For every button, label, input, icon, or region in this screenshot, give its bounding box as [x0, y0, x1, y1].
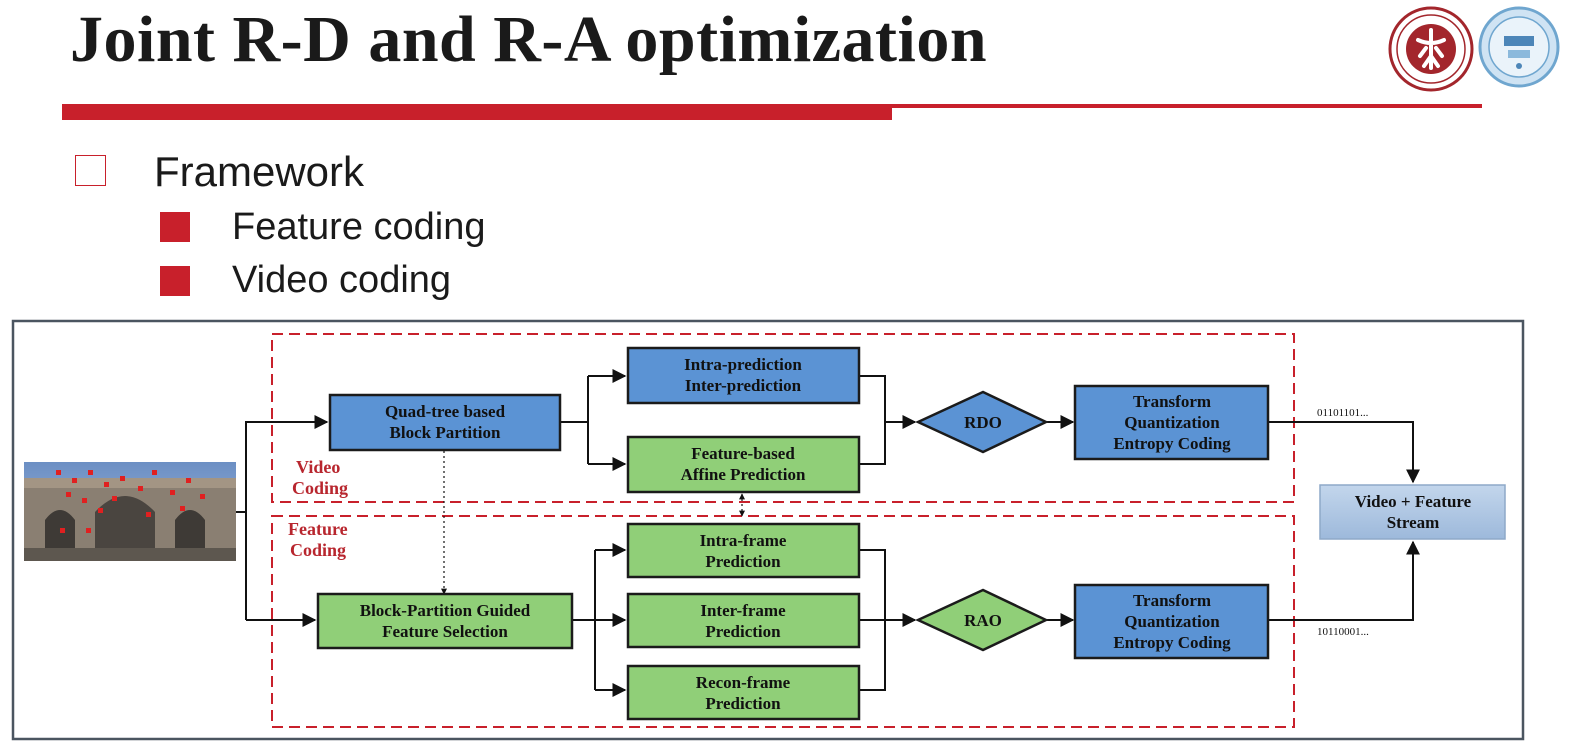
feature-bitstream-label: 10110001... [1317, 626, 1369, 638]
intra-inter-prediction-box: Intra-prediction Inter-prediction [626, 346, 861, 405]
svg-text:Block Partition: Block Partition [390, 423, 502, 442]
feature-transform-box: Transform Quantization Entropy Coding [1073, 583, 1270, 660]
svg-text:Inter-prediction: Inter-prediction [685, 376, 802, 395]
svg-text:Entropy Coding: Entropy Coding [1113, 434, 1231, 453]
video-coding-bullet-icon [160, 266, 190, 296]
svg-text:Entropy Coding: Entropy Coding [1113, 633, 1231, 652]
rao-decision: RAO [915, 588, 1049, 652]
quad-tree-partition-box: Quad-tree based Block Partition [328, 393, 562, 452]
svg-text:Intra-frame: Intra-frame [700, 531, 787, 550]
svg-text:Feature Selection: Feature Selection [382, 622, 508, 641]
slide-title: Joint R-D and R-A optimization [70, 3, 988, 76]
svg-text:Feature-based: Feature-based [691, 444, 795, 463]
recon-frame-prediction-box: Recon-frame Prediction [626, 664, 861, 721]
rdo-decision: RDO [915, 390, 1049, 454]
video-coding-label: Video [296, 457, 340, 477]
laboratory-seal-icon [1478, 6, 1560, 88]
svg-text:RAO: RAO [964, 611, 1002, 630]
svg-text:Intra-prediction: Intra-prediction [684, 355, 802, 374]
video-coding-label-2: Coding [292, 478, 348, 498]
bullet-video-coding: Video coding [232, 259, 452, 301]
svg-text:Prediction: Prediction [705, 552, 781, 571]
svg-text:Prediction: Prediction [705, 622, 781, 641]
feature-affine-prediction-box: Feature-based Affine Prediction [626, 435, 861, 494]
svg-text:Quantization: Quantization [1124, 413, 1220, 432]
svg-text:Stream: Stream [1387, 513, 1440, 532]
block-partition-feature-selection-box: Block-Partition Guided Feature Selection [316, 592, 574, 650]
video-bitstream-label: 01101101... [1317, 407, 1369, 419]
university-seal-icon [1388, 6, 1474, 92]
svg-text:RDO: RDO [964, 413, 1002, 432]
video-feature-stream-box: Video + Feature Stream [1319, 484, 1506, 540]
svg-text:Transform: Transform [1133, 392, 1211, 411]
input-frame-image [24, 462, 236, 561]
video-transform-box: Transform Quantization Entropy Coding [1073, 384, 1270, 461]
intra-frame-prediction-box: Intra-frame Prediction [626, 522, 861, 579]
bullet-framework: Framework [154, 148, 365, 195]
svg-text:Block-Partition Guided: Block-Partition Guided [360, 601, 531, 620]
feature-coding-label: Feature [288, 519, 348, 539]
svg-text:Recon-frame: Recon-frame [696, 673, 791, 692]
svg-text:Video + Feature: Video + Feature [1355, 492, 1472, 511]
feature-coding-region [271, 515, 1295, 728]
svg-text:Inter-frame: Inter-frame [700, 601, 786, 620]
feature-coding-label-2: Coding [290, 540, 346, 560]
title-underline-thick [62, 104, 892, 120]
svg-text:Prediction: Prediction [705, 694, 781, 713]
feature-coding-bullet-icon [160, 212, 190, 242]
title-underline-thin [892, 104, 1482, 108]
svg-text:Quad-tree based: Quad-tree based [385, 402, 506, 421]
video-coding-region [271, 333, 1295, 503]
bullet-feature-coding: Feature coding [232, 206, 486, 248]
inter-frame-prediction-box: Inter-frame Prediction [626, 592, 861, 649]
framework-bullet-icon [75, 155, 106, 186]
svg-text:Transform: Transform [1133, 591, 1211, 610]
svg-text:Quantization: Quantization [1124, 612, 1220, 631]
svg-text:Affine Prediction: Affine Prediction [681, 465, 806, 484]
